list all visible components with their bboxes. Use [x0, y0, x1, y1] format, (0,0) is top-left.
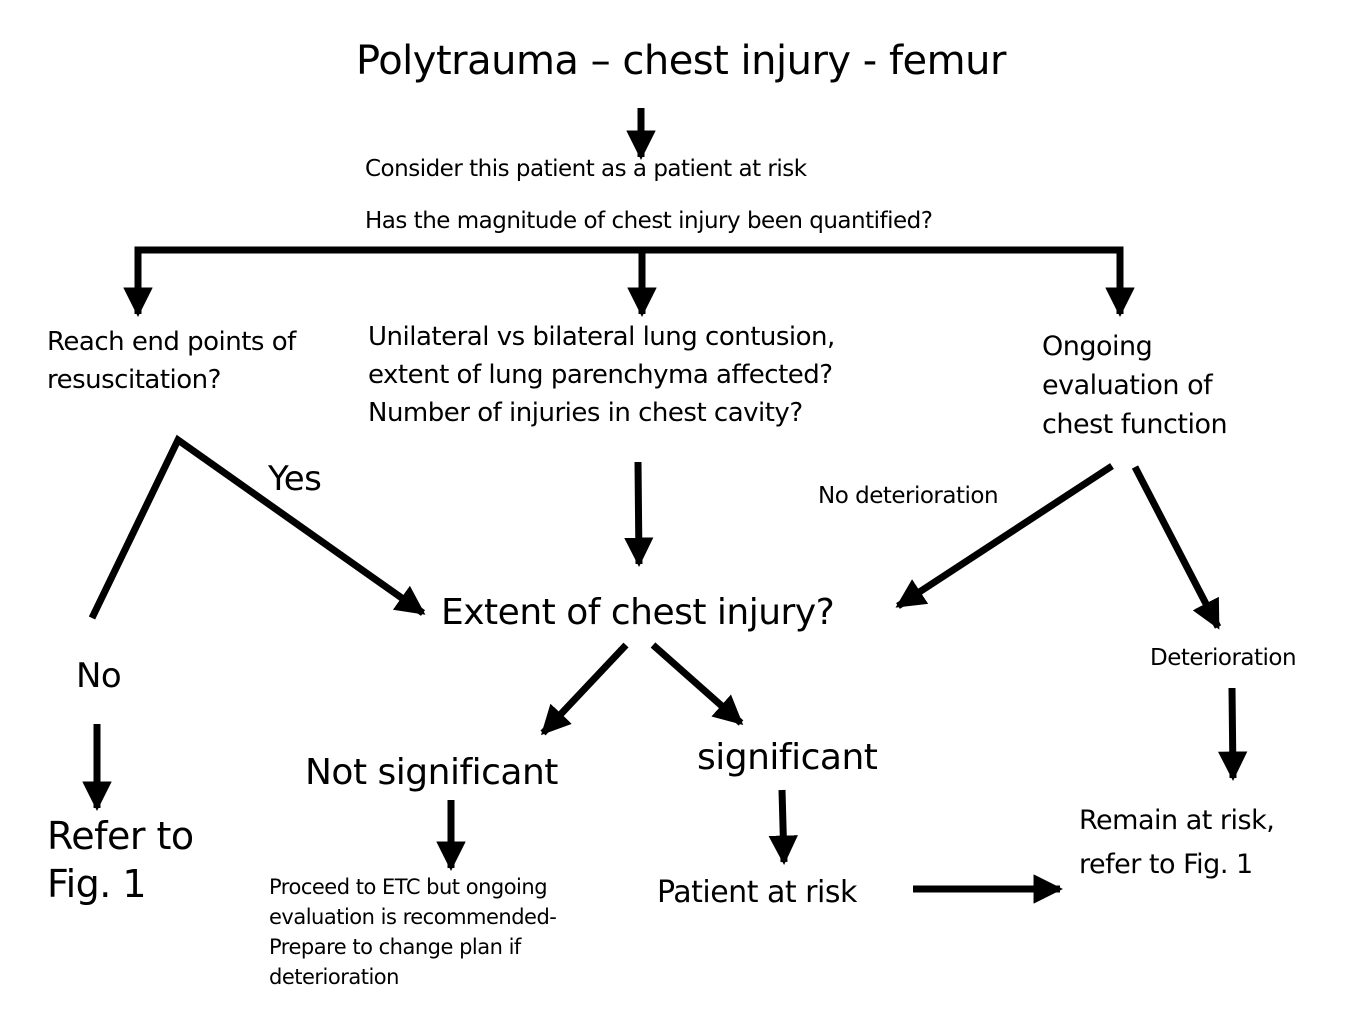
node-proceed-line: evaluation is recommended- [269, 905, 557, 929]
node-remain-at-risk: Remain at risk, refer to Fig. 1 [1079, 799, 1275, 887]
node-ongoing-evaluation: Ongoing evaluation of chest function [1042, 327, 1228, 444]
node-lung-line: extent of lung parenchyma affected? [368, 360, 833, 390]
node-proceed-line: deterioration [269, 965, 399, 989]
edge-label-yes: Yes [268, 459, 322, 499]
arrow-lung-to-extent [624, 461, 654, 567]
arrow-to-not-significant [540, 642, 629, 736]
node-proceed-line: Prepare to change plan if [269, 935, 521, 959]
node-resuscitation-line: resuscitation? [47, 365, 221, 395]
node-patient-at-risk: Patient at risk [657, 875, 857, 910]
node-resuscitation-line: Reach end points of [47, 327, 296, 357]
node-refer-to-fig1: Refer to Fig. 1 [47, 812, 194, 908]
arrow-sig-to-patient-risk [768, 789, 798, 865]
arrow-no-deterioration [895, 463, 1114, 609]
arrow-to-significant [650, 642, 744, 726]
node-proceed-line: Proceed to ETC but ongoing [269, 875, 548, 899]
node-extent-of-chest-injury: Extent of chest injury? [441, 592, 835, 633]
node-lung-line: Number of injuries in chest cavity? [368, 398, 803, 428]
node-consider: Consider this patient as a patient at ri… [365, 156, 807, 182]
arrow-deterioration [1131, 465, 1222, 630]
node-significant: significant [697, 737, 878, 778]
edge-label-no: No [76, 656, 122, 696]
node-refer-line: Fig. 1 [47, 862, 147, 906]
node-proceed-to-etc: Proceed to ETC but ongoing evaluation is… [269, 872, 557, 992]
edge-label-deterioration: Deterioration [1150, 645, 1297, 671]
node-remain-line: Remain at risk, [1079, 805, 1275, 836]
node-remain-line: refer to Fig. 1 [1079, 849, 1253, 880]
diagram-title: Polytrauma – chest injury - femur [356, 38, 1006, 84]
resus-apex [88, 434, 426, 620]
node-lung-line: Unilateral vs bilateral lung contusion, [368, 322, 835, 352]
node-lung-questions: Unilateral vs bilateral lung contusion, … [368, 318, 835, 432]
node-ongoing-line: evaluation of [1042, 370, 1213, 401]
arrow-deterioration-to-remain [1218, 687, 1248, 781]
node-ongoing-line: Ongoing [1042, 331, 1153, 362]
node-ongoing-line: chest function [1042, 409, 1228, 440]
node-resuscitation: Reach end points of resuscitation? [47, 323, 296, 399]
node-refer-line: Refer to [47, 814, 194, 858]
edge-label-no-deterioration: No deterioration [818, 483, 999, 509]
branch-bar [134, 246, 1135, 317]
node-not-significant: Not significant [305, 752, 558, 793]
node-quantified: Has the magnitude of chest injury been q… [365, 208, 933, 234]
